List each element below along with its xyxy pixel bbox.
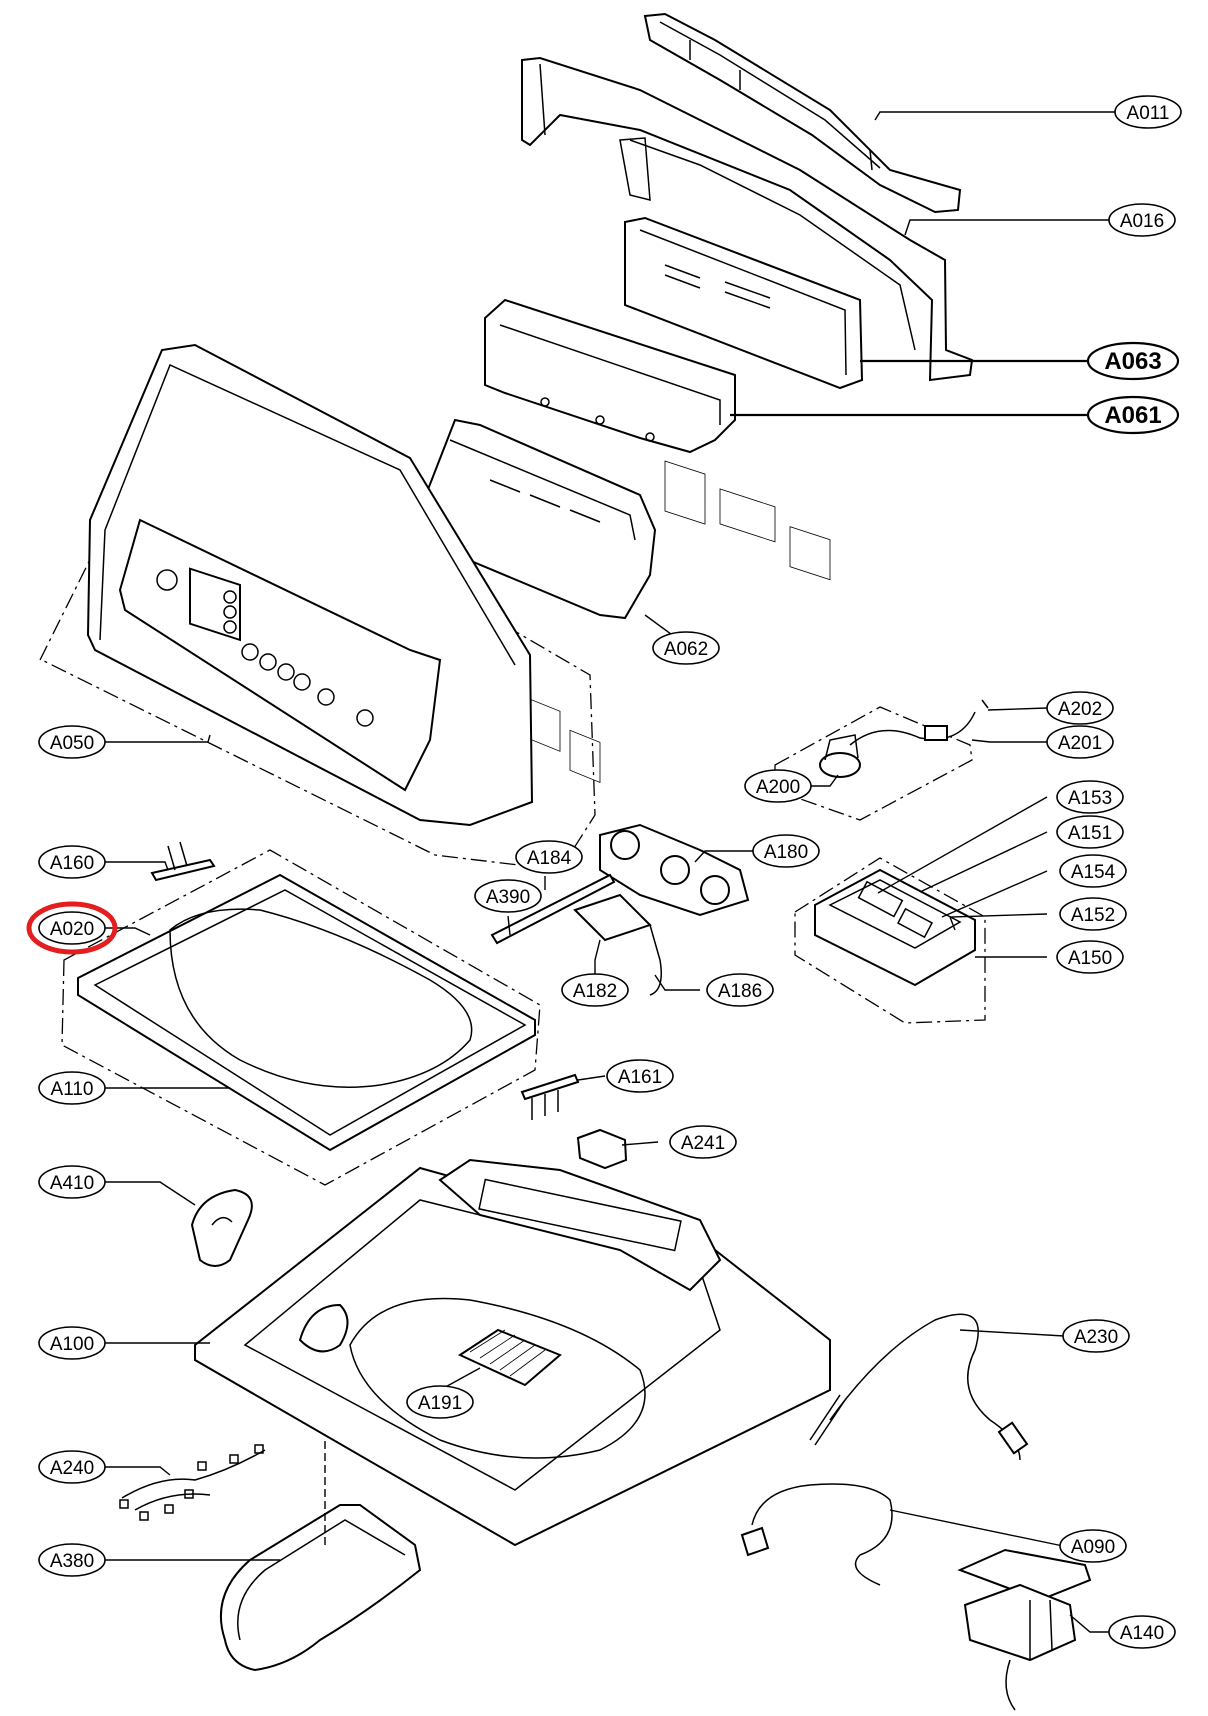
part-a191-filter <box>457 1328 562 1387</box>
part-a020-lid-frame <box>61 849 541 1186</box>
label-a153: A153 <box>1068 788 1112 809</box>
label-a152: A152 <box>1071 905 1115 926</box>
callout-a110: A110 <box>38 1071 106 1105</box>
callout-a090: A090 <box>1059 1529 1127 1563</box>
label-a161: A161 <box>618 1067 662 1088</box>
label-a380: A380 <box>50 1551 94 1572</box>
callout-a240: A240 <box>38 1450 106 1484</box>
callout-a202: A202 <box>1046 691 1114 725</box>
callout-a061: A061 <box>1086 395 1180 435</box>
label-a410: A410 <box>50 1173 94 1194</box>
part-a011-top-trim <box>643 12 962 214</box>
callout-a011: A011 <box>1114 95 1182 129</box>
label-a062: A062 <box>664 639 708 660</box>
label-a011: A011 <box>1127 103 1170 124</box>
callout-a180: A180 <box>752 834 820 868</box>
part-a161-hinge <box>520 1073 580 1120</box>
part-a063-control-module <box>624 216 864 581</box>
label-a150: A150 <box>1068 948 1112 969</box>
callout-a186: A186 <box>706 973 774 1007</box>
callout-a230: A230 <box>1062 1319 1130 1353</box>
callout-a390: A390 <box>474 879 542 913</box>
part-a150-dispenser <box>794 857 986 1024</box>
part-a061-pcb-cover <box>484 298 736 454</box>
part-a180-inlet-valve <box>573 823 750 996</box>
callout-a062: A062 <box>652 631 720 665</box>
label-a186: A186 <box>718 981 762 1002</box>
label-a191: A191 <box>418 1393 462 1414</box>
callout-a380: A380 <box>38 1543 106 1577</box>
callout-a154: A154 <box>1059 854 1127 888</box>
part-a016-panel-housing <box>521 56 974 382</box>
callout-a410: A410 <box>38 1165 106 1199</box>
callout-a161: A161 <box>606 1059 674 1093</box>
label-a390: A390 <box>486 887 530 908</box>
callout-a241: A241 <box>669 1125 737 1159</box>
label-a020: A020 <box>50 919 94 940</box>
label-a151: A151 <box>1068 823 1112 844</box>
leader-lines <box>102 111 1125 1633</box>
callout-a152: A152 <box>1059 897 1127 931</box>
part-a090-lid-lock <box>740 1483 1092 1711</box>
callout-a063: A063 <box>1086 341 1180 381</box>
part-a380-bottom-cover <box>219 1504 422 1672</box>
label-a241: A241 <box>681 1133 725 1154</box>
label-a180: A180 <box>764 842 808 863</box>
part-a050-control-panel <box>38 343 596 871</box>
label-a100: A100 <box>50 1334 94 1355</box>
callout-a182: A182 <box>561 973 629 1007</box>
label-a050: A050 <box>50 733 94 754</box>
label-a182: A182 <box>573 981 617 1002</box>
part-a184-tube <box>490 873 616 945</box>
part-a160-hinge <box>150 841 216 882</box>
callout-a191: A191 <box>406 1385 474 1419</box>
callout-a016: A016 <box>1108 203 1176 237</box>
label-a160: A160 <box>50 853 94 874</box>
label-a154: A154 <box>1071 862 1116 883</box>
callout-a153: A153 <box>1056 780 1124 814</box>
callout-a140: A140 <box>1108 1615 1176 1649</box>
part-a241-connector <box>576 1128 628 1170</box>
label-a110: A110 <box>51 1079 94 1100</box>
part-a240-wire-harness <box>119 1444 266 1521</box>
label-a240: A240 <box>50 1458 94 1479</box>
part-a410-cap <box>190 1188 253 1267</box>
part-a200-pressure-switch <box>774 699 989 821</box>
callout-a151: A151 <box>1056 815 1124 849</box>
callout-a020: A020 <box>26 901 118 955</box>
callout-a201: A201 <box>1046 725 1114 759</box>
highlight-ring-a020 <box>26 901 118 955</box>
label-a202: A202 <box>1058 699 1102 720</box>
callout-a184: A184 <box>515 840 583 874</box>
label-a184: A184 <box>527 848 572 869</box>
callout-a160: A160 <box>38 845 106 879</box>
callout-a150: A150 <box>1056 940 1124 974</box>
callout-a050: A050 <box>38 725 106 759</box>
label-a016: A016 <box>1120 211 1164 232</box>
label-a090: A090 <box>1071 1537 1115 1558</box>
part-a230-power-cord <box>809 1313 1029 1461</box>
label-a200: A200 <box>756 777 800 798</box>
callout-a200: A200 <box>744 769 812 803</box>
label-a140: A140 <box>1120 1623 1164 1644</box>
label-a061: A061 <box>1104 402 1161 429</box>
label-a201: A201 <box>1058 733 1102 754</box>
label-a063: A063 <box>1104 348 1161 375</box>
callout-a100: A100 <box>38 1326 106 1360</box>
label-a230: A230 <box>1074 1327 1118 1348</box>
